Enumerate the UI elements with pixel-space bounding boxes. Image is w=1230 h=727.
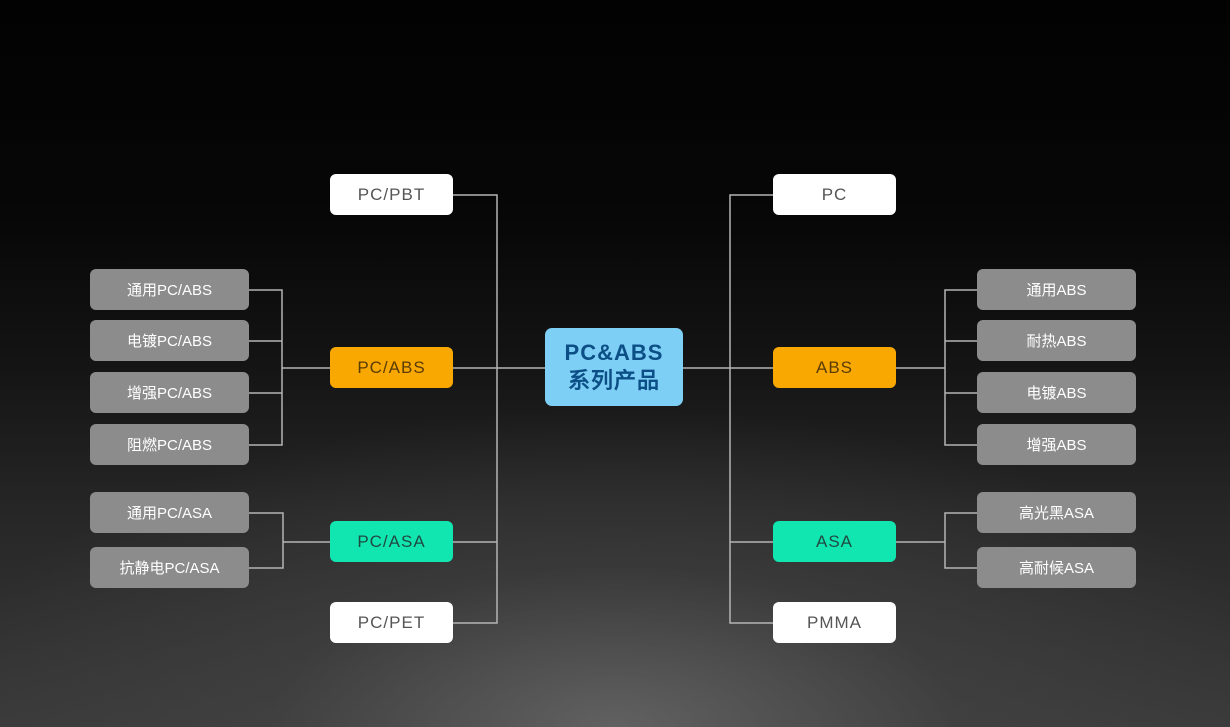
leaf-high-gloss-black-asa: 高光黑ASA bbox=[977, 492, 1136, 533]
leaf-heat-resistant-abs: 耐热ABS bbox=[977, 320, 1136, 361]
leaf-plating-abs: 电镀ABS bbox=[977, 372, 1136, 413]
leaf-general-pc-abs: 通用PC/ABS bbox=[90, 269, 249, 310]
center-title-line2: 系列产品 bbox=[567, 368, 660, 393]
node-pc-abs: PC/ABS bbox=[330, 347, 453, 388]
connector-asa-group bbox=[944, 512, 977, 569]
leaf-reinforced-abs: 增强ABS bbox=[977, 424, 1136, 465]
leaf-weather-resistant-asa: 高耐候ASA bbox=[977, 547, 1136, 588]
node-pmma: PMMA bbox=[773, 602, 896, 643]
center-title-line1: PC&ABS bbox=[564, 340, 664, 365]
leaf-plating-pc-abs: 电镀PC/ABS bbox=[90, 320, 249, 361]
center-node: PC&ABS 系列产品 bbox=[545, 328, 683, 406]
node-pc: PC bbox=[773, 174, 896, 215]
leaf-reinforced-pc-abs: 增强PC/ABS bbox=[90, 372, 249, 413]
connector-left-trunk bbox=[453, 194, 498, 624]
node-pc-asa: PC/ASA bbox=[330, 521, 453, 562]
node-asa: ASA bbox=[773, 521, 896, 562]
leaf-general-pc-asa: 通用PC/ASA bbox=[90, 492, 249, 533]
node-abs: ABS bbox=[773, 347, 896, 388]
leaf-antistatic-pc-asa: 抗静电PC/ASA bbox=[90, 547, 249, 588]
connector-pc-abs-group bbox=[249, 289, 283, 446]
connector-pc-asa-group bbox=[249, 512, 284, 569]
connector-abs-group bbox=[944, 289, 977, 446]
leaf-general-abs: 通用ABS bbox=[977, 269, 1136, 310]
node-pc-pbt: PC/PBT bbox=[330, 174, 453, 215]
leaf-flame-retardant-pc-abs: 阻燃PC/ABS bbox=[90, 424, 249, 465]
node-pc-pet: PC/PET bbox=[330, 602, 453, 643]
connector-right-trunk bbox=[729, 194, 773, 624]
